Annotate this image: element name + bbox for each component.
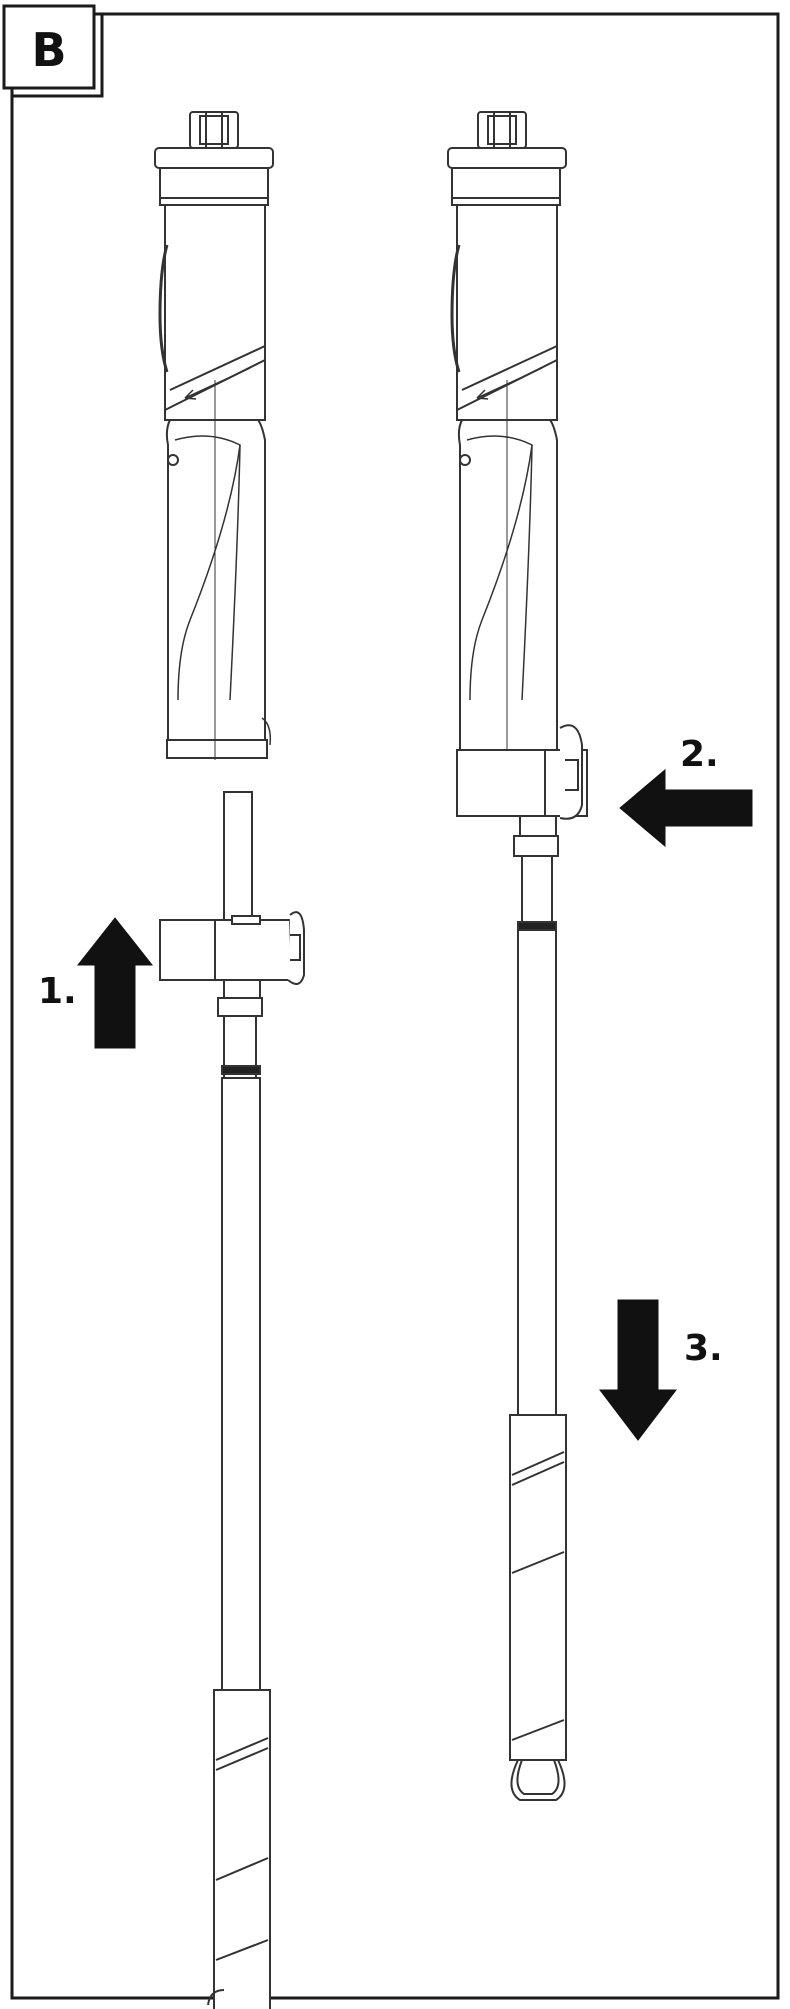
step-2-left-arrow-icon <box>619 768 753 848</box>
step-1-label: 1. <box>38 971 77 1012</box>
handheld-device-left-icon <box>154 111 274 760</box>
extension-pole-left-icon <box>159 791 305 2009</box>
panel-label: B <box>31 23 66 77</box>
step-3-down-arrow-icon <box>598 1299 678 1441</box>
step-2-label: 2. <box>680 734 719 775</box>
step-3-label: 3. <box>684 1328 723 1369</box>
panel-label-box: B <box>2 4 104 98</box>
handheld-device-right-icon <box>447 111 588 935</box>
extension-pole-right-icon <box>509 929 567 1801</box>
panel-border <box>10 12 780 2000</box>
step-1-up-arrow-icon <box>76 917 154 1049</box>
